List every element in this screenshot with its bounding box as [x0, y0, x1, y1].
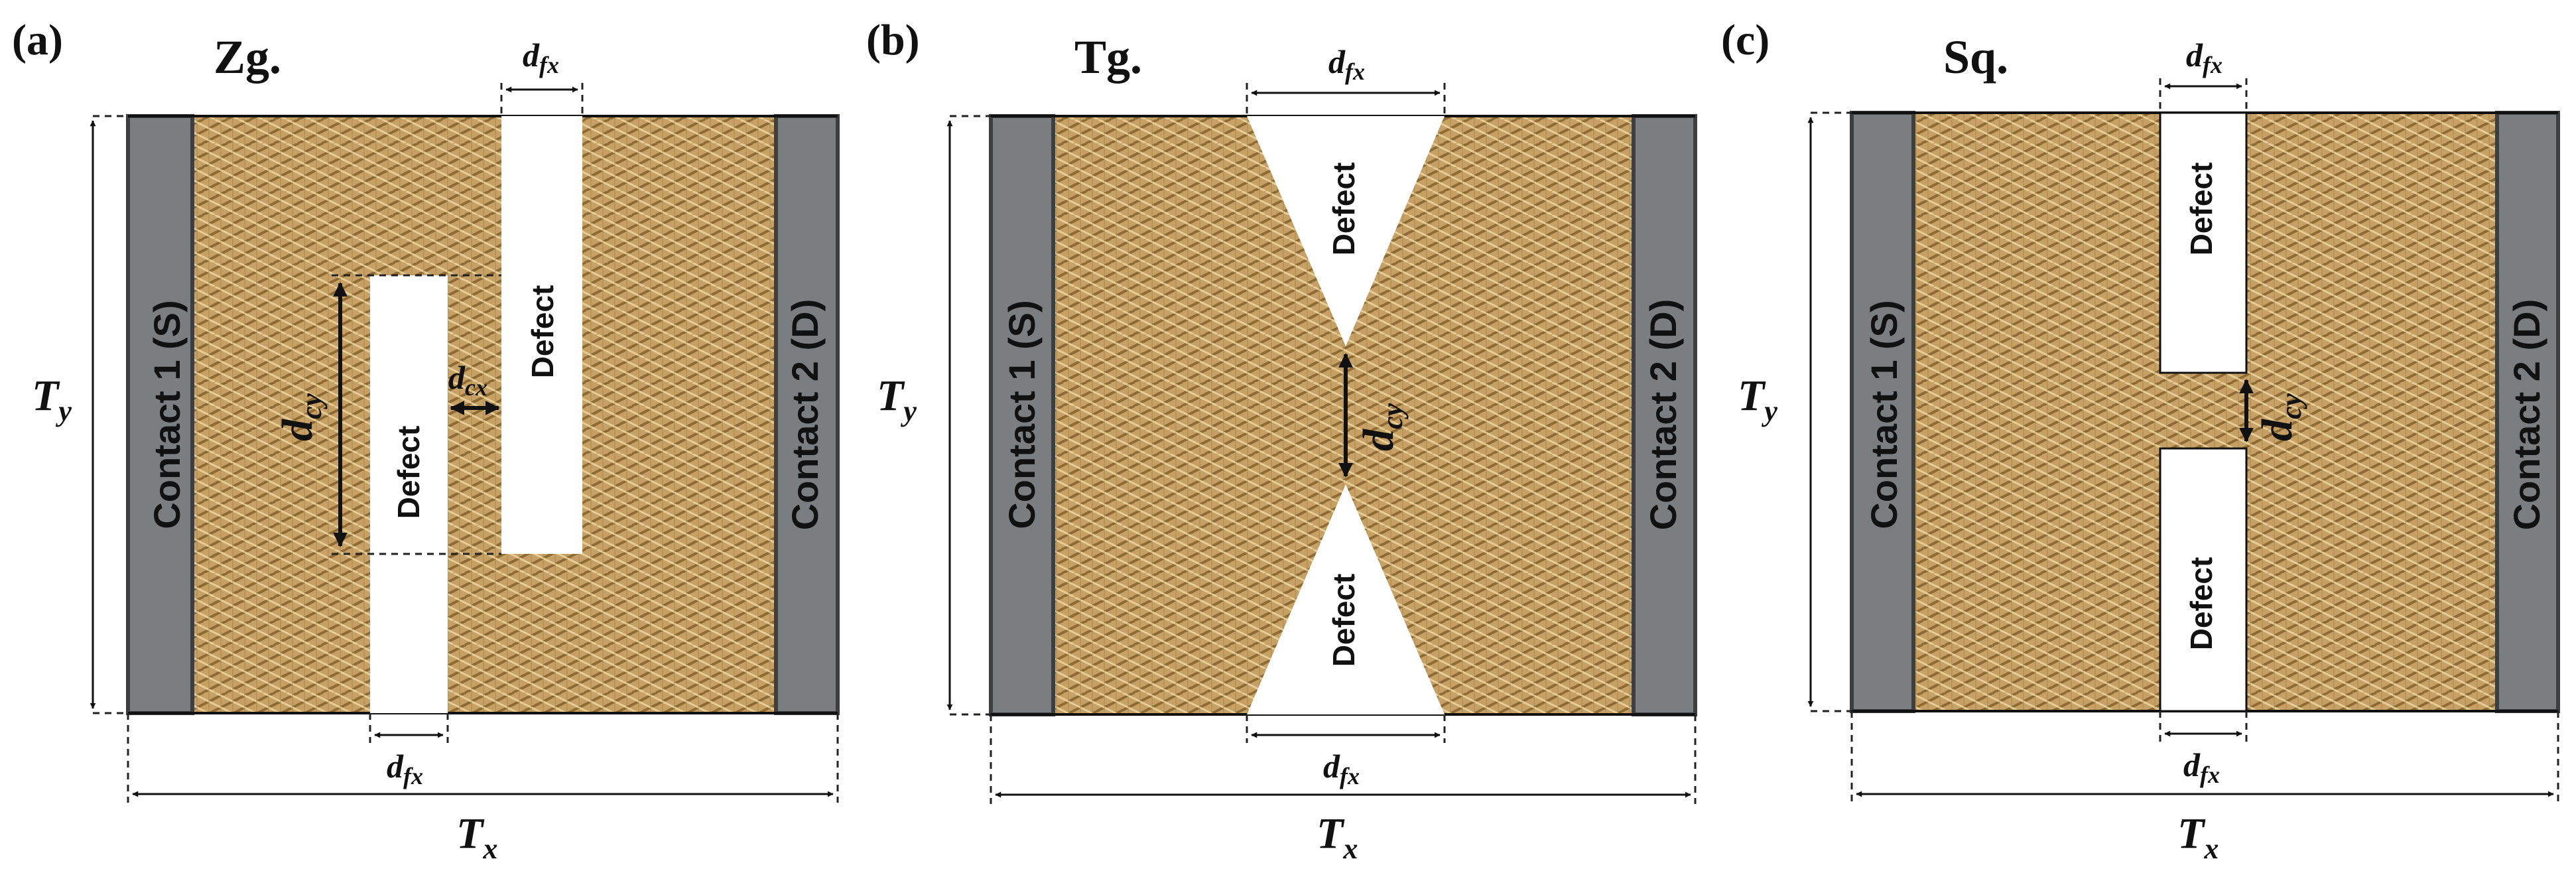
- panel-c-contact-left-label: Contact 1 (S): [1863, 300, 1905, 529]
- panel-b-contact-right: [1632, 114, 1697, 716]
- panel-c-dfx-bottom-label: dfx: [2183, 746, 2220, 788]
- panel-a-letter: (a): [12, 16, 63, 64]
- panel-c-contact-right-label: Contact 2 (D): [2506, 299, 2547, 530]
- panel-b-defect-top: [1247, 116, 1445, 346]
- panel-c-defect-bottom: [2159, 447, 2248, 712]
- panel-b-defect-top-label: Defect: [1326, 163, 1361, 256]
- panel-b-name: Tg.: [1074, 31, 1142, 84]
- panel-a-contact-left: [126, 114, 194, 715]
- panel-a-ty-label: Ty: [32, 371, 72, 427]
- panel-b-contact-right-label: Contact 2 (D): [1642, 299, 1684, 530]
- panel-b-dcy-label: dcy: [1354, 403, 1409, 451]
- panel-c-dcy-label: dcy: [2253, 393, 2307, 441]
- panel-a-name: Zg.: [214, 31, 281, 84]
- panel-c-contact-left: [1850, 111, 1915, 713]
- panel-a-dfx-top-label: dfx: [523, 36, 559, 78]
- panel-a-dfx-bottom-label: dfx: [387, 748, 423, 789]
- panel-c-letter: (c): [1721, 16, 1770, 64]
- panel-a-dcy-label: dcy: [273, 393, 328, 441]
- panel-a-defect-bottom-label: Defect: [391, 426, 426, 519]
- panel-a-contact-right-label: Contact 2 (D): [784, 299, 826, 530]
- panel-c-defect-bottom-label: Defect: [2184, 557, 2219, 651]
- panel-c-defect-top: [2159, 111, 2248, 374]
- panel-a-tx-label: Tx: [456, 809, 497, 865]
- panel-b-ty-label: Ty: [877, 371, 917, 427]
- panel-a-dcx-label: dcx: [448, 359, 487, 401]
- panel-b-defect-bottom-label: Defect: [1326, 574, 1361, 667]
- panel-c-tx-label: Tx: [2177, 809, 2219, 865]
- panel-b-dfx-top-label: dfx: [1328, 43, 1365, 85]
- panel-b-dfx-bottom-label: dfx: [1323, 748, 1360, 789]
- panel-c-dfx-top-label: dfx: [2186, 36, 2222, 78]
- panel-a-contact-left-label: Contact 1 (S): [146, 300, 188, 529]
- panel-c-name: Sq.: [1943, 31, 2008, 84]
- panel-c-defect-top-label: Defect: [2184, 163, 2219, 256]
- panel-c-contact-right: [2495, 111, 2560, 713]
- panel-b-defect-bottom: [1247, 484, 1445, 714]
- panel-b-letter: (b): [866, 16, 920, 64]
- panel-a-defect-top-label: Defect: [525, 285, 560, 379]
- panel-b-contact-left-label: Contact 1 (S): [1001, 300, 1043, 529]
- panel-a-channel: [192, 116, 776, 713]
- panel-b-tx-label: Tx: [1317, 809, 1358, 865]
- panel-a-defect-bottom: [370, 275, 448, 713]
- panel-b: (b) Tg. Contact 1 (S) Contact 2 (D) Defe…: [866, 16, 1697, 865]
- panel-a-defect-top: [501, 116, 582, 554]
- panel-c-ty-label: Ty: [1738, 371, 1777, 427]
- panel-a: (a) Zg. Contact 1 (S) Contact 2 (D) Defe…: [12, 16, 840, 865]
- panel-c: (c) Sq. Contact 1 (S) Contact 2 (D) Defe…: [1721, 16, 2560, 865]
